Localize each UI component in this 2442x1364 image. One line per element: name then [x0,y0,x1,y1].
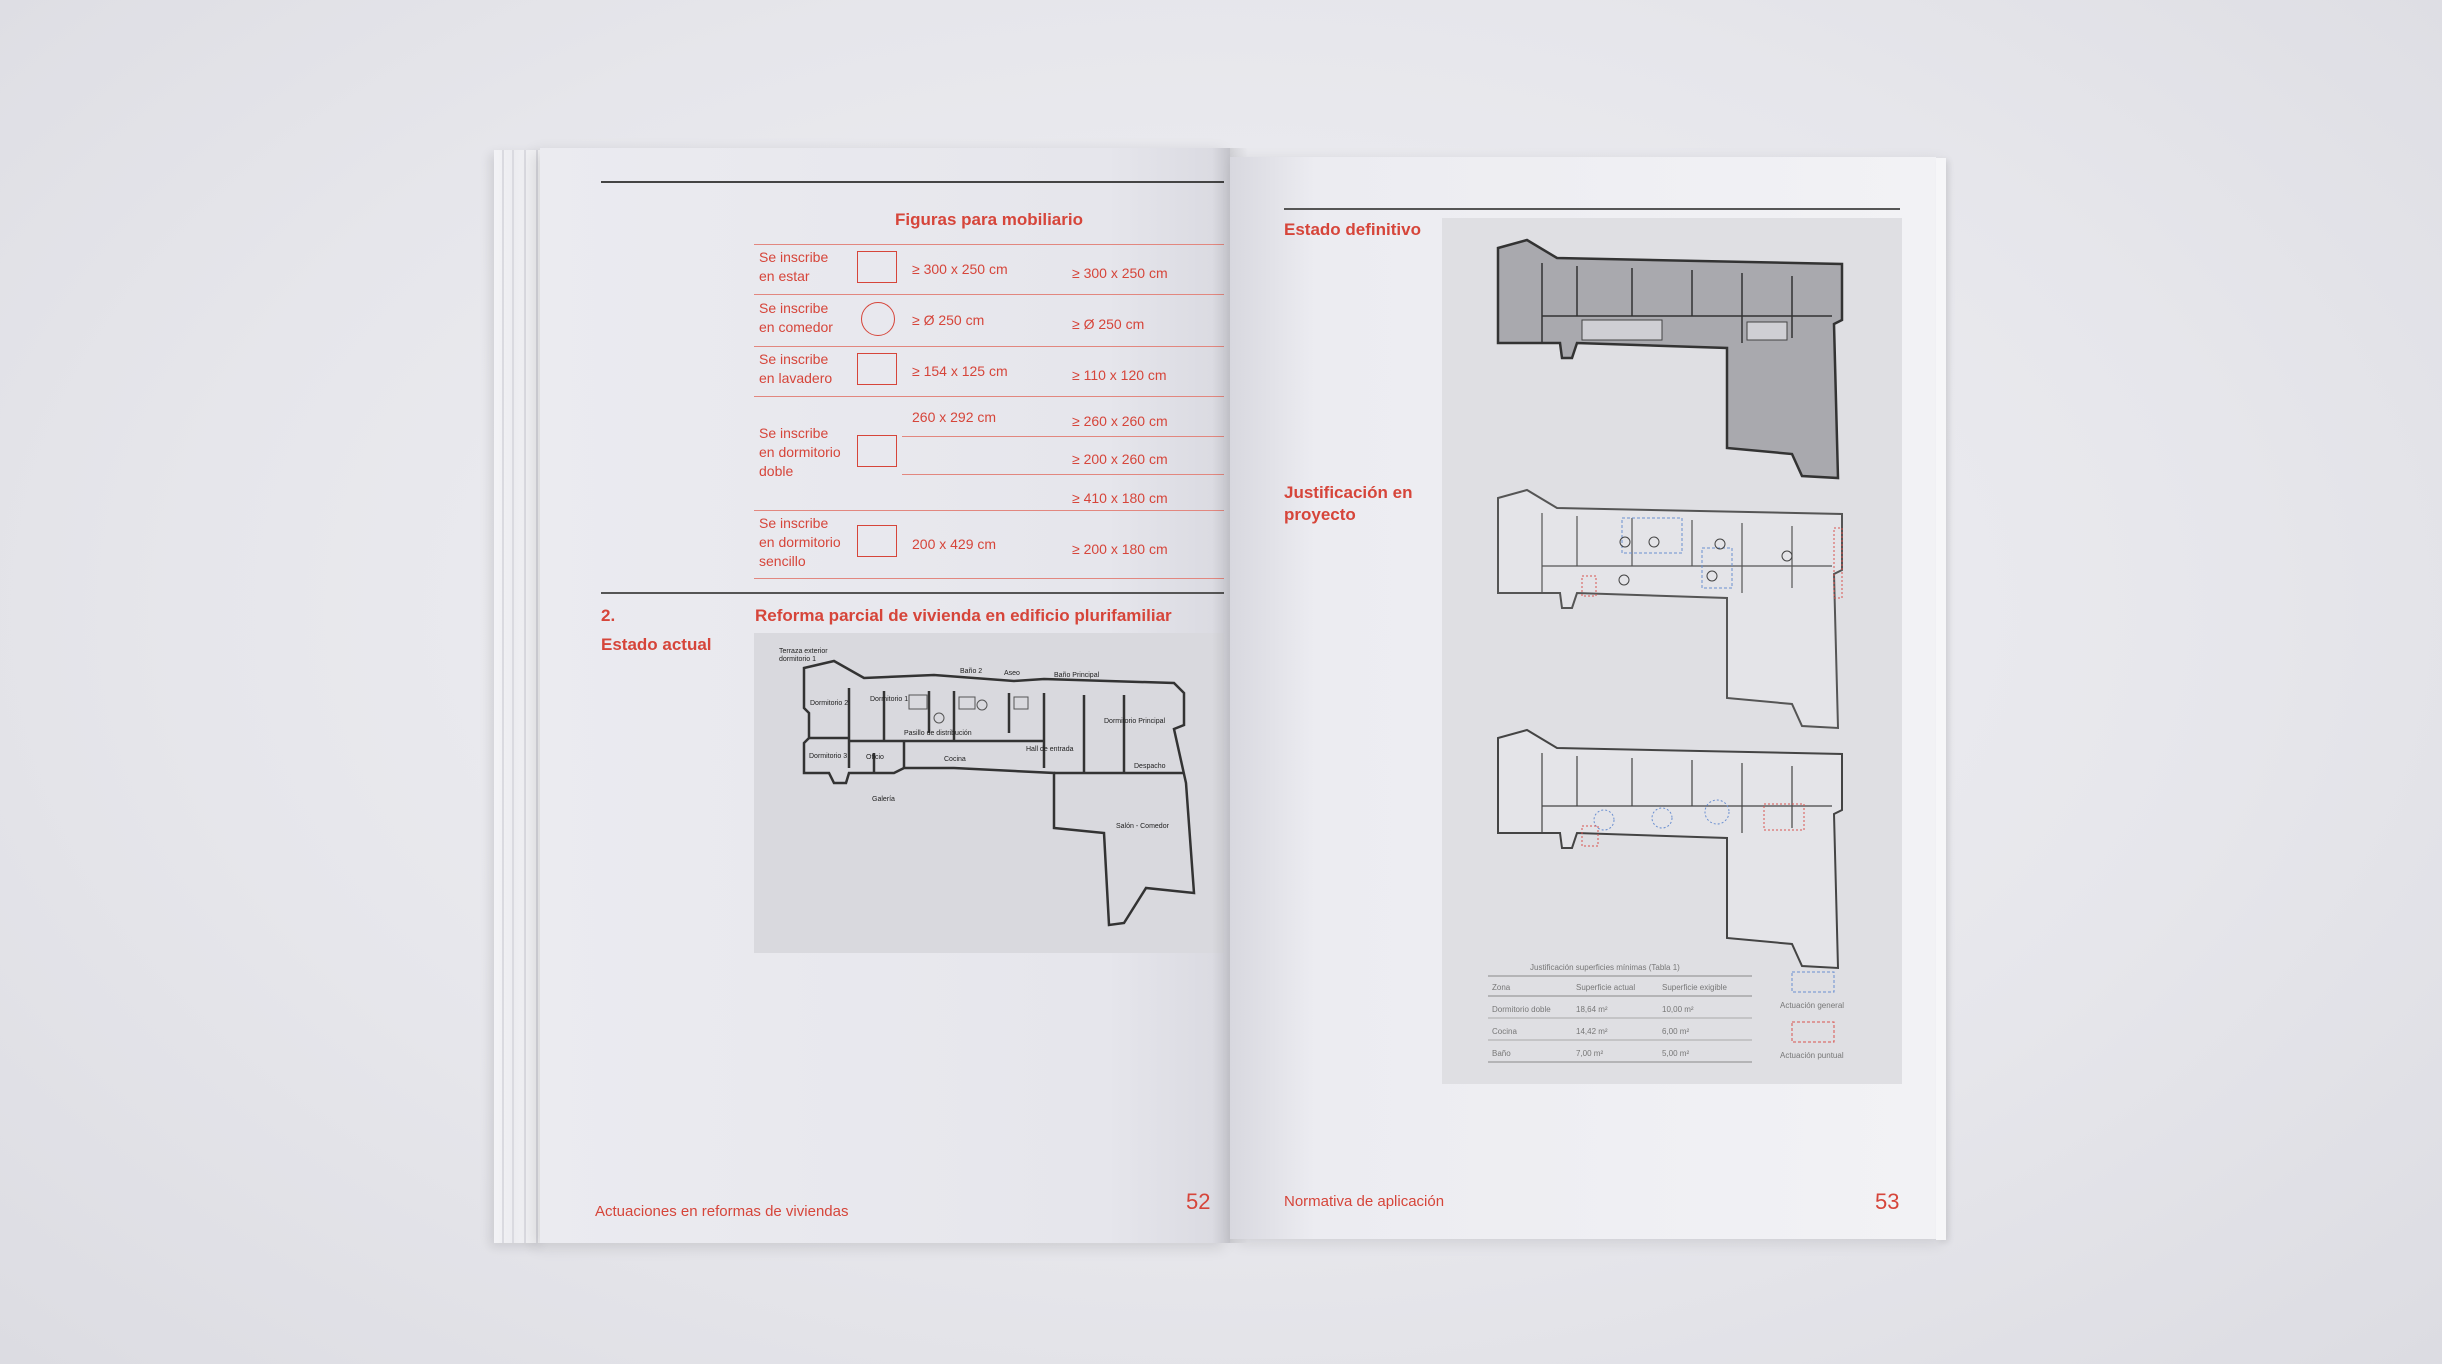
comedor-req-size: ≥ Ø 250 cm [1072,316,1145,332]
section-heading: Reforma parcial de vivienda en edificio … [755,606,1172,625]
square-figure-icon [857,353,897,385]
svg-text:Baño Principal: Baño Principal [1054,672,1100,679]
svg-text:Baño 2: Baño 2 [960,668,982,675]
svg-text:Dormitorio 2: Dormitorio 2 [810,700,848,707]
svg-text:6,00 m²: 6,00 m² [1662,1027,1689,1036]
project-plans-panel: Justificación superficies mínimas (Tabla… [1442,218,1902,1084]
svg-text:Dormitorio doble: Dormitorio doble [1492,1005,1551,1014]
lavadero-req-size: ≥ 110 x 120 cm [1072,367,1167,383]
right-page-stack-edge [1936,158,1946,1240]
dormitorio-doble-req-2: ≥ 200 x 260 cm [1072,451,1168,467]
svg-text:Dormitorio Principal: Dormitorio Principal [1104,718,1166,725]
svg-text:Superficie exigible: Superficie exigible [1662,983,1727,992]
svg-text:Actuación general: Actuación general [1780,1001,1844,1010]
page-number-right: 53 [1875,1189,1900,1214]
svg-text:Zona: Zona [1492,983,1511,992]
square-figure-icon [857,251,897,283]
svg-text:Terraza exterior: Terraza exterior [779,648,828,655]
current-floor-plan: Terraza exterior dormitorio 1 Baño 2 Ase… [754,633,1224,953]
circle-figure-icon [861,302,895,336]
estar-min-size: ≥ 300 x 250 cm [912,261,1008,277]
svg-text:7,00 m²: 7,00 m² [1576,1049,1603,1058]
svg-text:Dormitorio 1: Dormitorio 1 [870,696,908,703]
right-footer: Normativa de aplicación [1284,1193,1445,1210]
top-rule-right [1284,208,1900,210]
estado-actual-label: Estado actual [601,635,712,654]
svg-text:Salón - Comedor: Salón - Comedor [1116,823,1170,830]
estar-req-size: ≥ 300 x 250 cm [1072,265,1168,281]
floor-plan-drawing: Terraza exterior dormitorio 1 Baño 2 Ase… [779,648,1196,927]
svg-text:Actuación puntual: Actuación puntual [1780,1051,1844,1060]
final-state-plans: Justificación superficies mínimas (Tabla… [1488,238,1844,1063]
lavadero-min-size: ≥ 154 x 125 cm [912,363,1008,379]
svg-text:Aseo: Aseo [1004,670,1020,677]
svg-text:18,64 m²: 18,64 m² [1576,1005,1608,1014]
svg-text:Cocina: Cocina [944,756,966,763]
svg-text:Cocina: Cocina [1492,1027,1517,1036]
section-rule [601,592,1224,594]
svg-text:Baño: Baño [1492,1049,1511,1058]
left-page-stack-edge [494,150,544,1243]
dormitorio-doble-size: 260 x 292 cm [912,409,997,425]
section-number: 2. [601,606,616,625]
page-number-left: 52 [1186,1189,1211,1214]
plan-legend: Actuación general Actuación puntual [1780,971,1844,1060]
svg-text:Dormitorio 3: Dormitorio 3 [809,753,847,760]
left-footer: Actuaciones en reformas de viviendas [595,1203,849,1220]
comedor-min-size: ≥ Ø 250 cm [912,312,985,328]
svg-text:10,00 m²: 10,00 m² [1662,1005,1694,1014]
svg-text:Galería: Galería [872,796,895,803]
furniture-figures-title: Figuras para mobiliario [895,210,1083,229]
dormitorio-doble-req-1: ≥ 260 x 260 cm [1072,413,1168,429]
dormitorio-doble-req-3: ≥ 410 x 180 cm [1072,490,1168,506]
square-figure-icon [857,525,897,557]
top-rule [601,181,1224,183]
svg-text:dormitorio 1: dormitorio 1 [779,656,816,663]
svg-text:Hall de entrada: Hall de entrada [1026,746,1074,753]
square-figure-icon [857,435,897,467]
svg-text:14,42 m²: 14,42 m² [1576,1027,1608,1036]
surface-justification-table: Justificación superficies mínimas (Tabla… [1488,963,1752,1063]
svg-text:Despacho: Despacho [1134,763,1166,770]
dormitorio-sencillo-size: 200 x 429 cm [912,536,997,552]
estado-definitivo-label: Estado definitivo [1284,220,1421,239]
table-caption: Justificación superficies mínimas (Tabla… [1530,963,1680,972]
svg-text:Pasillo de distribución: Pasillo de distribución [904,730,972,737]
dormitorio-sencillo-req: ≥ 200 x 180 cm [1072,541,1168,557]
svg-text:5,00 m²: 5,00 m² [1662,1049,1689,1058]
svg-text:Superficie actual: Superficie actual [1576,983,1635,992]
svg-text:Oficio: Oficio [866,754,884,761]
